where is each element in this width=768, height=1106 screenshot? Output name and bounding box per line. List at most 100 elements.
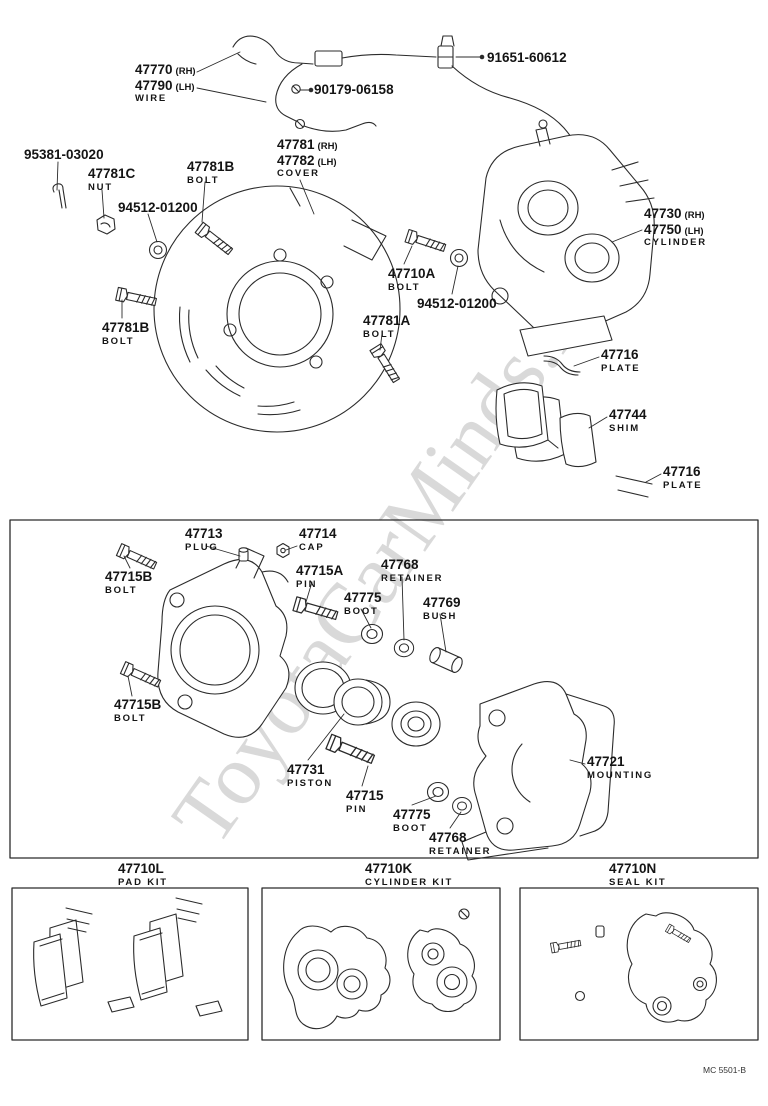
callout-sensor-bolt: 91651-60612	[487, 50, 567, 66]
callout-retainer-47768-lower: 47768 RETAINER	[429, 830, 491, 857]
part-desc: COVER	[277, 168, 320, 180]
callout-cap-47714: 47714 CAP	[299, 526, 337, 553]
callout-mounting-47721: 47721 MOUNTING	[587, 754, 653, 781]
callout-cylinder: 47730(RH) 47750(LH) CYLINDER	[644, 206, 707, 248]
part-desc: PISTON	[287, 777, 333, 789]
part-desc: CYLINDER KIT	[365, 876, 454, 888]
fasteners-top-drawing	[52, 183, 469, 385]
part-desc: PLUG	[185, 541, 219, 553]
part-desc: PIN	[346, 803, 368, 815]
callout-cover: 47781(RH) 47782(LH) COVER	[277, 137, 338, 179]
callout-boot-47775-lower: 47775 BOOT	[393, 807, 431, 834]
part-desc: SEAL KIT	[609, 876, 667, 888]
part-number: 47715	[346, 788, 384, 803]
part-desc: BOLT	[363, 328, 396, 340]
seal-kit-drawing	[550, 912, 717, 1023]
part-number: 47750(LH)	[644, 221, 704, 237]
part-desc: BOOT	[344, 605, 379, 617]
dust-cover-drawing	[153, 185, 401, 433]
part-desc: BOLT	[105, 584, 138, 596]
part-number: 47782(LH)	[277, 152, 337, 168]
part-number: 47730(RH)	[644, 206, 705, 221]
part-number: 47710L	[118, 861, 164, 876]
brake-cylinder-drawing	[477, 119, 655, 357]
callout-boot-47775-upper: 47775 BOOT	[344, 590, 382, 617]
part-number: 47715B	[114, 697, 162, 712]
part-desc: RETAINER	[381, 572, 444, 584]
callout-washer-94512-left: 94512-01200	[118, 200, 198, 216]
part-number: 47715B	[105, 569, 153, 584]
part-number: 47770(RH)	[135, 62, 196, 77]
speed-sensor-wire-drawing	[232, 35, 581, 159]
part-desc: BOLT	[102, 335, 135, 347]
part-number: 90179-06158	[314, 82, 394, 97]
callout-pad-kit: 47710L PAD KIT	[118, 861, 168, 888]
callout-bolt-47781b-left: 47781B BOLT	[102, 320, 149, 347]
part-number: 47714	[299, 526, 337, 541]
callout-plate-47716-top: 47716 PLATE	[601, 347, 640, 374]
section-boxes	[9, 519, 759, 1041]
part-number: 47781C	[88, 166, 136, 181]
pads-shim-drawing	[495, 355, 653, 498]
caliper-housing-drawing	[157, 547, 290, 738]
callout-bush-47769: 47769 BUSH	[423, 595, 461, 622]
cylinder-kit-drawing	[283, 908, 477, 1030]
callout-wire: 47770(RH) 47790(LH) WIRE	[135, 62, 196, 104]
pad-kit-drawing	[33, 897, 223, 1017]
callout-clamp: 90179-06158	[314, 82, 394, 98]
part-number: 95381-03020	[24, 147, 104, 162]
callout-plug-47713: 47713 PLUG	[185, 526, 223, 553]
part-desc: MOUNTING	[587, 769, 654, 781]
part-number: 47716	[663, 464, 701, 479]
part-number: 47768	[381, 557, 419, 572]
part-number: 47713	[185, 526, 223, 541]
piston-seals-drawing	[115, 542, 472, 816]
part-desc: BOOT	[393, 822, 428, 834]
part-number: 47781B	[187, 159, 235, 174]
part-number: 91651-60612	[487, 50, 567, 65]
part-number: 47710N	[609, 861, 657, 876]
part-desc: BOLT	[187, 174, 220, 186]
part-number: 47775	[393, 807, 431, 822]
part-desc: BOLT	[114, 712, 147, 724]
part-number: 94512-01200	[118, 200, 198, 215]
part-desc: PIN	[296, 578, 318, 590]
part-number: 94512-01200	[417, 296, 497, 311]
part-number: 47781(RH)	[277, 137, 338, 152]
mounting-bracket-drawing	[461, 681, 615, 861]
callout-nut-47781c: 47781C NUT	[88, 166, 135, 193]
part-desc: CAP	[299, 541, 325, 553]
callout-piston-47731: 47731 PISTON	[287, 762, 333, 789]
part-desc: BOLT	[388, 281, 421, 293]
callout-seal-kit: 47710N SEAL KIT	[609, 861, 667, 888]
part-number: 47716	[601, 347, 639, 362]
callout-retainer-47768-upper: 47768 RETAINER	[381, 557, 443, 584]
part-number: 47781A	[363, 313, 411, 328]
part-number: 47775	[344, 590, 382, 605]
callout-pin-47715: 47715 PIN	[346, 788, 384, 815]
part-desc: BUSH	[423, 610, 458, 622]
part-number: 47769	[423, 595, 461, 610]
part-number: 47710A	[388, 266, 436, 281]
part-number: 47768	[429, 830, 467, 845]
callout-bolt-47715b-upper: 47715B BOLT	[105, 569, 152, 596]
part-number: 47710K	[365, 861, 413, 876]
part-number: 47744	[609, 407, 647, 422]
callout-bolt-47781b-top: 47781B BOLT	[187, 159, 234, 186]
callout-shim-47744: 47744 SHIM	[609, 407, 647, 434]
callout-bolt-47781a: 47781A BOLT	[363, 313, 410, 340]
callout-plate-47716-bottom: 47716 PLATE	[663, 464, 702, 491]
part-desc: PLATE	[663, 479, 703, 491]
part-number: 47790(LH)	[135, 77, 195, 93]
part-desc: PLATE	[601, 362, 641, 374]
leader-lines	[56, 51, 662, 829]
part-number: 47721	[587, 754, 625, 769]
part-number: 47781B	[102, 320, 150, 335]
plate-code: MC 5501-B	[703, 1065, 746, 1075]
part-desc: PAD KIT	[118, 876, 168, 888]
part-desc: SHIM	[609, 422, 640, 434]
part-desc: CYLINDER	[644, 237, 707, 249]
callout-pin-47715a: 47715A PIN	[296, 563, 343, 590]
